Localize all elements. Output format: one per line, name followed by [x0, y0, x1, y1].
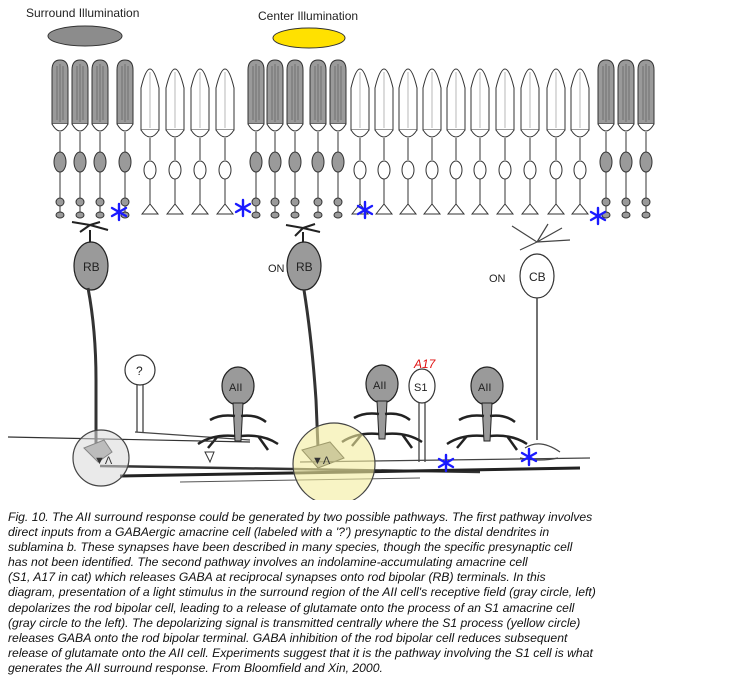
- aii-label-right: AII: [478, 382, 491, 394]
- caption-line: depolarizes the rod bipolar cell, leadin…: [8, 600, 575, 615]
- retina-circuit-diagram: Surround Illumination Center Illuminatio…: [7, 6, 655, 500]
- caption-line: generates the AII surround response. Fro…: [8, 660, 383, 675]
- caption-line: has not been identified. The second path…: [8, 555, 528, 570]
- on-label-cb: ON: [489, 273, 506, 285]
- cb-label: CB: [529, 270, 546, 284]
- caption-line: direct inputs from a GABAergic amacrine …: [8, 525, 550, 540]
- synapse-marker-left: ▼Λ: [94, 455, 113, 467]
- center-stimulus: [272, 27, 346, 49]
- synapse-asterisk: [437, 453, 455, 473]
- unknown-label: ?: [136, 364, 143, 378]
- aii-label-center: AII: [373, 380, 386, 392]
- rb-label-left: RB: [83, 260, 100, 274]
- surround-stimulus: [47, 25, 123, 47]
- s1-label: S1: [414, 382, 427, 394]
- caption-line: release of glutamate onto the AII cell. …: [8, 645, 593, 660]
- caption-line: (gray circle to the left). The depolariz…: [8, 615, 581, 630]
- aii-label-left: AII: [229, 382, 242, 394]
- caption-line: diagram, presentation of a light stimulu…: [8, 585, 596, 600]
- a17-label: A17: [413, 357, 437, 371]
- unknown-amacrine: [124, 354, 251, 441]
- surround-label: Surround Illumination: [26, 6, 139, 20]
- synapse-marker-center: ▼Λ: [312, 455, 331, 467]
- synapse-asterisk: [234, 198, 252, 218]
- center-label: Center Illumination: [258, 9, 358, 23]
- on-label-center: ON: [268, 263, 285, 275]
- aii-cell-left: [196, 365, 280, 452]
- rb-label-center: RB: [296, 260, 313, 274]
- gray-circle: [72, 429, 130, 487]
- aii-cell-right: [445, 365, 529, 452]
- caption-line: sublamina b. These synapses have been de…: [8, 540, 573, 555]
- caption-line: Fig. 10. The AII surround response could…: [8, 510, 593, 524]
- s1-amacrine: [408, 368, 436, 462]
- figure-caption: Fig. 10. The AII surround response could…: [8, 510, 713, 676]
- yellow-circle: [292, 422, 376, 500]
- synapse-asterisk: [520, 447, 538, 467]
- caption-line: (S1, A17 in cat) which releases GABA at …: [8, 570, 546, 585]
- cone-bipolar: [511, 223, 571, 461]
- photoreceptor-row: [51, 59, 655, 219]
- rod-bipolar-left: [71, 221, 113, 463]
- caption-line: releases GABA onto the rod bipolar termi…: [8, 630, 568, 645]
